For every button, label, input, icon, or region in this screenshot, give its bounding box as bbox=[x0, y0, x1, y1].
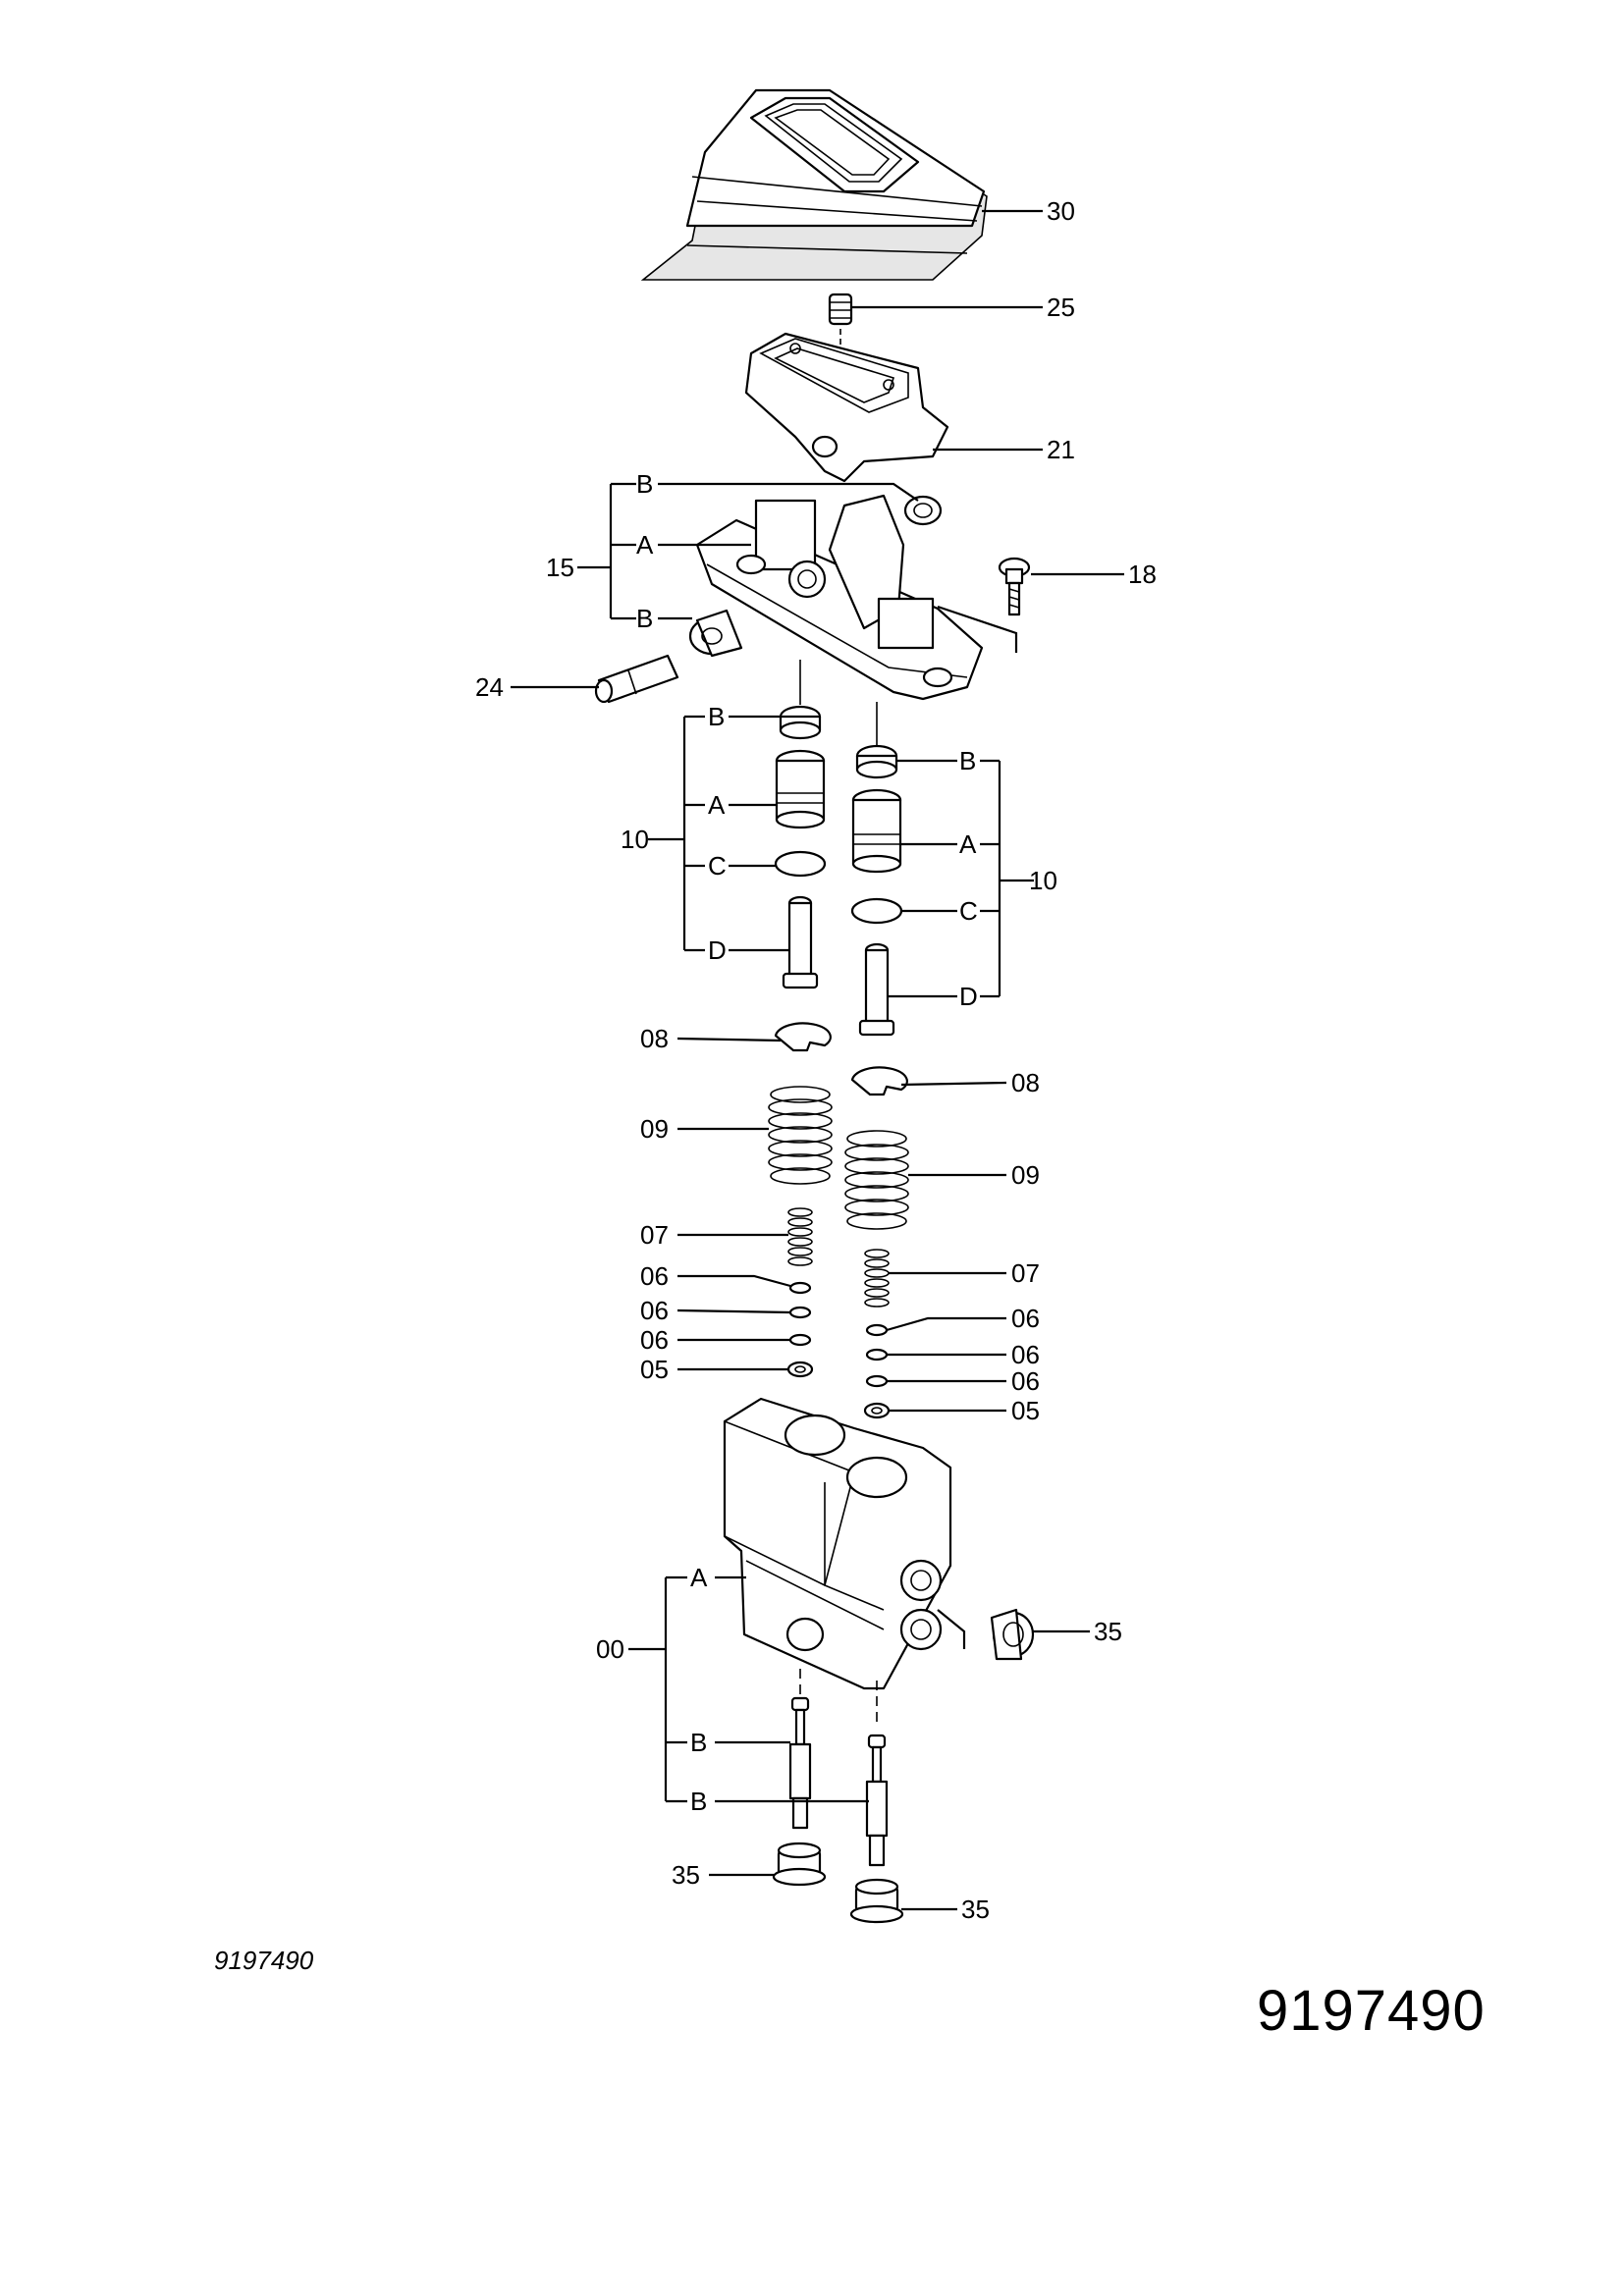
boot-part-30 bbox=[640, 88, 988, 281]
label-10-right: 10 bbox=[1029, 866, 1057, 895]
bolt-part-18 bbox=[998, 557, 1031, 616]
label-35-bottom-right: 35 bbox=[961, 1895, 990, 1924]
label-07-right: 07 bbox=[1011, 1258, 1040, 1288]
label-08-left: 08 bbox=[640, 1024, 669, 1053]
valve-body-part-00 bbox=[723, 1397, 952, 1723]
label-10-right-b: B bbox=[959, 746, 976, 775]
label-10-left-d: D bbox=[708, 935, 727, 965]
label-00-b-1: B bbox=[690, 1728, 707, 1757]
label-00-a: A bbox=[690, 1563, 708, 1592]
bracket-part-21 bbox=[744, 332, 949, 483]
label-10-left-b: B bbox=[708, 702, 725, 731]
label-15: 15 bbox=[546, 553, 574, 582]
label-18: 18 bbox=[1128, 560, 1157, 589]
label-10-left-a: A bbox=[708, 790, 726, 820]
label-00: 00 bbox=[596, 1634, 624, 1664]
label-15-b-top: B bbox=[636, 469, 653, 499]
drawing-number-small: 9197490 bbox=[214, 1946, 314, 1975]
label-15-a: A bbox=[636, 530, 654, 560]
label-06-left-2: 06 bbox=[640, 1296, 669, 1325]
label-08-right: 08 bbox=[1011, 1068, 1040, 1097]
pin-part-24 bbox=[594, 654, 679, 704]
left-valve-stack bbox=[768, 660, 833, 1378]
label-24: 24 bbox=[475, 672, 504, 702]
label-05-left: 05 bbox=[640, 1355, 669, 1384]
label-06-right-2: 06 bbox=[1011, 1340, 1040, 1369]
right-valve-stack bbox=[844, 702, 909, 1419]
leader-lines bbox=[511, 209, 1124, 1911]
label-30: 30 bbox=[1047, 196, 1075, 226]
spool-parts-00b bbox=[788, 1696, 889, 1867]
label-09-right: 09 bbox=[1011, 1160, 1040, 1190]
label-10-right-d: D bbox=[959, 982, 978, 1011]
label-21: 21 bbox=[1047, 435, 1075, 464]
label-35-bottom-left: 35 bbox=[672, 1860, 700, 1890]
label-06-left-3: 06 bbox=[640, 1325, 669, 1355]
part-labels: 30 25 21 18 24 15 B A B 10 B A C D 10 B … bbox=[475, 196, 1157, 1924]
label-07-left: 07 bbox=[640, 1220, 669, 1250]
label-05-right: 05 bbox=[1011, 1396, 1040, 1425]
drawing-number-large: 9197490 bbox=[1257, 1979, 1486, 2043]
label-10-left-c: C bbox=[708, 851, 727, 881]
bushing-part-15b bbox=[688, 609, 743, 658]
label-25: 25 bbox=[1047, 293, 1075, 322]
label-00-b-2: B bbox=[690, 1787, 707, 1816]
label-09-left: 09 bbox=[640, 1114, 669, 1144]
base-part-15 bbox=[695, 494, 984, 701]
plug-parts-35 bbox=[772, 1608, 1035, 1924]
label-10-right-c: C bbox=[959, 896, 978, 926]
label-06-right-3: 06 bbox=[1011, 1366, 1040, 1396]
label-06-right-1: 06 bbox=[1011, 1304, 1040, 1333]
label-10-right-a: A bbox=[959, 829, 977, 859]
label-15-b-bottom: B bbox=[636, 604, 653, 633]
label-35-right: 35 bbox=[1094, 1617, 1122, 1646]
label-06-left-1: 06 bbox=[640, 1261, 669, 1291]
label-10-left: 10 bbox=[621, 825, 649, 854]
